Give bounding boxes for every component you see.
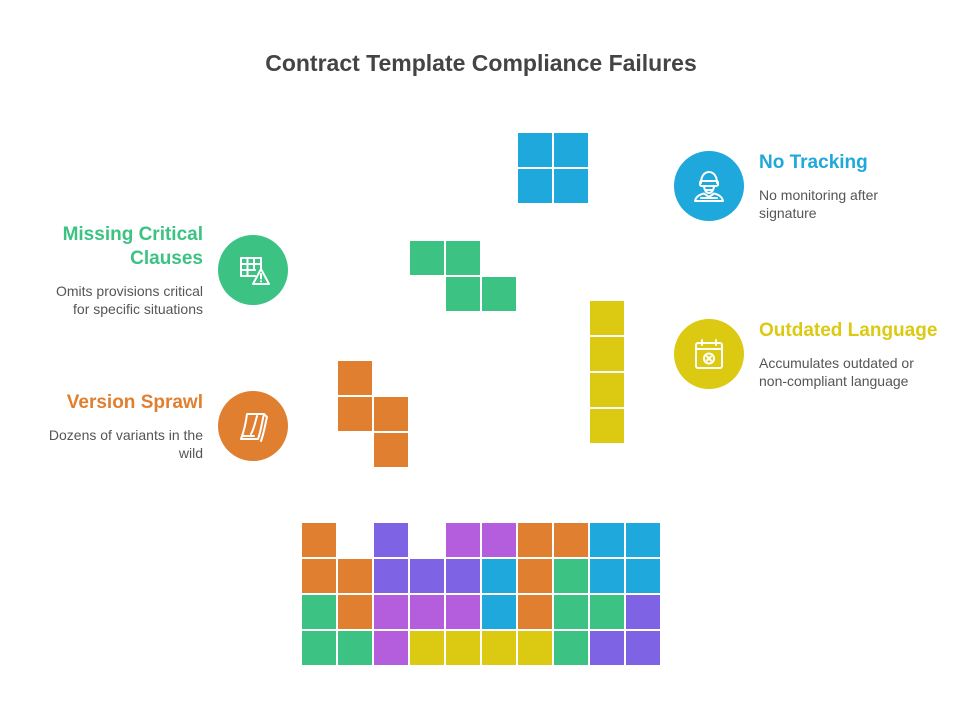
outdated-language-description-line: Accumulates outdated or xyxy=(759,355,914,371)
no-tracking-description-line: No monitoring after xyxy=(759,187,879,203)
stack-block xyxy=(338,595,372,629)
orange-s-piece-block xyxy=(374,433,408,467)
outdated-language-description-line: non-compliant language xyxy=(759,373,909,389)
no-tracking-circle xyxy=(674,151,744,221)
no-tracking-heading: No Tracking xyxy=(759,152,868,173)
stack-block xyxy=(410,559,444,593)
stack-block xyxy=(446,523,480,557)
stack-block xyxy=(446,631,480,665)
stack-block xyxy=(554,595,588,629)
missing-critical-clauses-heading-line: Missing Critical xyxy=(62,224,203,245)
no-tracking-description: No monitoring after signature xyxy=(759,186,878,222)
calendar-x-icon xyxy=(695,339,723,369)
blue-square-piece-block xyxy=(554,169,588,203)
person-icon xyxy=(694,171,724,202)
stack-block xyxy=(518,595,552,629)
missing-critical-clauses-description-line: Omits provisions critical xyxy=(55,283,203,299)
blue-square-piece-block xyxy=(518,169,552,203)
stack-block xyxy=(302,559,336,593)
stack-block xyxy=(338,631,372,665)
page-title: Contract Template Compliance Failures xyxy=(265,50,697,76)
green-z-piece-block xyxy=(446,241,480,275)
stack-block xyxy=(590,631,624,665)
stack-block xyxy=(446,559,480,593)
yellow-i-piece-block xyxy=(590,301,624,335)
outdated-language-circle xyxy=(674,319,744,389)
green-z-piece-block xyxy=(446,277,480,311)
yellow-i-piece-block xyxy=(590,409,624,443)
stack-block xyxy=(482,595,516,629)
green-z-piece-block xyxy=(482,277,516,311)
blue-square-piece-block xyxy=(554,133,588,167)
stack-block xyxy=(554,559,588,593)
documents-icon xyxy=(240,413,268,442)
version-sprawl-description: Dozens of variants in the wild xyxy=(49,426,203,462)
stack-block xyxy=(338,559,372,593)
missing-critical-clauses-heading-line: Clauses xyxy=(130,248,203,269)
yellow-i-piece-block xyxy=(590,337,624,371)
version-sprawl-description-line: wild xyxy=(178,445,203,461)
stack-block xyxy=(626,595,660,629)
blue-square-piece-block xyxy=(518,133,552,167)
stack-block xyxy=(554,631,588,665)
stack-block xyxy=(482,523,516,557)
stack-block xyxy=(302,631,336,665)
stack-block xyxy=(590,595,624,629)
missing-critical-clauses-description: Omits provisions critical for specific s… xyxy=(56,282,203,318)
stack-block xyxy=(626,631,660,665)
stack-block xyxy=(410,595,444,629)
outdated-language-heading: Outdated Language xyxy=(759,320,938,341)
green-z-piece-block xyxy=(410,241,444,275)
stack-block xyxy=(482,631,516,665)
stack-block xyxy=(374,631,408,665)
missing-critical-clauses-heading: Missing Critical Clauses xyxy=(63,223,203,271)
stack-block xyxy=(590,523,624,557)
stack-block xyxy=(374,559,408,593)
version-sprawl-description-line: Dozens of variants in the xyxy=(48,427,203,443)
stack-block xyxy=(302,595,336,629)
yellow-i-piece-block xyxy=(590,373,624,407)
stack-block xyxy=(374,595,408,629)
stack-block xyxy=(518,631,552,665)
stack-block xyxy=(410,631,444,665)
version-sprawl-circle xyxy=(218,391,288,461)
no-tracking-description-line: signature xyxy=(759,205,817,221)
stack-block xyxy=(554,523,588,557)
stack-block xyxy=(374,523,408,557)
stack-block xyxy=(626,559,660,593)
stack-block xyxy=(590,559,624,593)
stack-block xyxy=(518,559,552,593)
orange-s-piece-block xyxy=(338,397,372,431)
stack-block xyxy=(518,523,552,557)
stack-block xyxy=(482,559,516,593)
stack-block xyxy=(302,523,336,557)
version-sprawl-heading: Version Sprawl xyxy=(66,392,203,413)
table-warning-icon xyxy=(240,257,270,285)
orange-s-piece-block xyxy=(338,361,372,395)
missing-critical-clauses-circle xyxy=(218,235,288,305)
stack-block xyxy=(446,595,480,629)
missing-critical-clauses-description-line: for specific situations xyxy=(73,301,203,317)
orange-s-piece-block xyxy=(374,397,408,431)
outdated-language-description: Accumulates outdated or non-compliant la… xyxy=(759,354,914,390)
stack-block xyxy=(626,523,660,557)
